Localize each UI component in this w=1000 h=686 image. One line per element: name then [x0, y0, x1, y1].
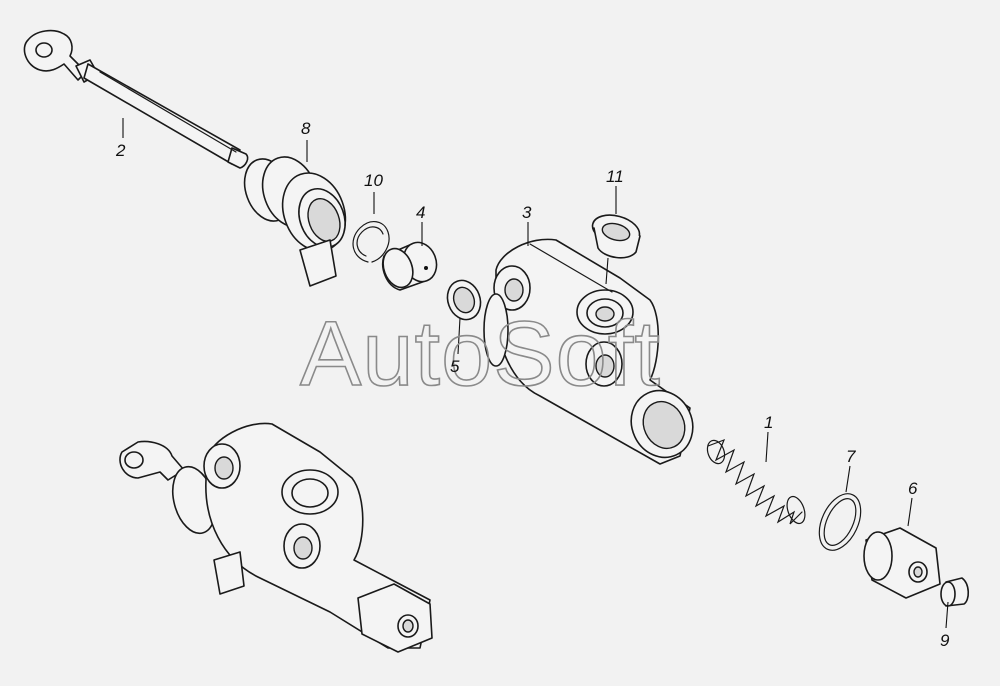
push-rod	[23, 29, 249, 169]
cylinder-body	[483, 238, 694, 465]
return-spring	[706, 438, 806, 525]
leader-lines	[122, 118, 949, 629]
label-part-1: 1	[764, 413, 773, 432]
assembled-master-cylinder	[119, 422, 433, 653]
label-part-5: 5	[450, 357, 460, 376]
protective-boot	[243, 156, 347, 287]
label-part-11: 11	[606, 167, 624, 186]
cup-seal	[446, 279, 482, 321]
hex-plug	[863, 527, 941, 599]
label-part-7: 7	[846, 447, 856, 466]
label-part-8: 8	[301, 119, 311, 138]
retaining-ring	[352, 221, 390, 263]
label-part-9: 9	[940, 631, 950, 650]
label-part-6: 6	[908, 479, 918, 498]
small-cap	[940, 577, 970, 607]
label-part-3: 3	[522, 203, 532, 222]
label-part-10: 10	[364, 171, 383, 190]
o-ring	[818, 493, 862, 551]
inlet-cap	[591, 214, 641, 259]
label-part-4: 4	[416, 203, 425, 222]
watermark-text: AutoSoft	[300, 303, 661, 405]
piston	[382, 241, 438, 291]
label-part-2: 2	[115, 141, 126, 160]
